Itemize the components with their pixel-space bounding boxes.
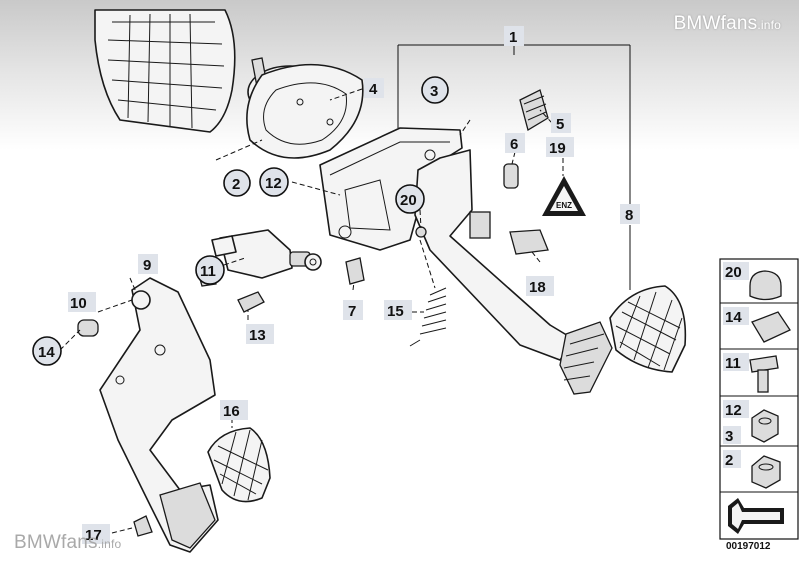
legend-label-12: 12 bbox=[725, 402, 742, 419]
callout-8: 8 bbox=[625, 207, 633, 224]
gasket-part-4 bbox=[246, 63, 364, 159]
legend-label-20: 20 bbox=[725, 264, 742, 281]
legend-label-3: 3 bbox=[725, 428, 733, 445]
watermark-bottom-suffix: .info bbox=[97, 537, 122, 551]
callout-labels: 1 2 3 4 5 6 7 8 9 10 11 12 13 14 15 16 1 bbox=[32, 26, 640, 544]
callout-12: 12 bbox=[265, 175, 282, 192]
legend-label-2: 2 bbox=[725, 452, 733, 469]
callout-17: 17 bbox=[85, 527, 102, 544]
callout-4: 4 bbox=[369, 81, 378, 98]
watermark-top: BMWfans.info bbox=[674, 13, 781, 35]
legend-label-14: 14 bbox=[725, 309, 742, 326]
watermark-top-brand: BMWfans bbox=[673, 13, 758, 34]
callout-16: 16 bbox=[223, 403, 240, 420]
brake-pedal-pad-part-8 bbox=[609, 285, 687, 373]
callout-19: 19 bbox=[549, 140, 566, 157]
callout-5: 5 bbox=[556, 116, 564, 133]
callout-20: 20 bbox=[400, 192, 417, 209]
watermark-bottom-brand: BMWfans bbox=[14, 532, 98, 553]
callout-9: 9 bbox=[143, 257, 151, 274]
callout-7: 7 bbox=[348, 303, 356, 320]
clutch-master-cylinder bbox=[211, 229, 322, 279]
legend-label-11: 11 bbox=[725, 355, 741, 372]
callout-6: 6 bbox=[510, 136, 518, 153]
diagram-number: 00197012 bbox=[726, 541, 771, 552]
svg-text:ENZ: ENZ bbox=[556, 201, 572, 210]
watermark-top-suffix: .info bbox=[757, 18, 781, 32]
watermark-bottom: BMWfans.info bbox=[14, 532, 121, 554]
callout-3: 3 bbox=[430, 83, 438, 100]
clutch-pedal-arm-part-9 bbox=[99, 277, 219, 553]
arrow-icon bbox=[728, 498, 784, 534]
fastener-legend: 20 14 11 12 3 2 bbox=[719, 258, 799, 540]
clutch-pedal-pad-part-16 bbox=[207, 427, 271, 503]
callout-13: 13 bbox=[249, 327, 266, 344]
callout-1: 1 bbox=[509, 29, 517, 46]
callout-14: 14 bbox=[38, 344, 55, 361]
hot-warning-triangle-icon: ENZ bbox=[542, 176, 586, 216]
callout-10: 10 bbox=[70, 295, 87, 312]
callout-11: 11 bbox=[200, 263, 216, 280]
callout-2: 2 bbox=[232, 176, 240, 193]
brake-pedal-arm bbox=[414, 149, 613, 395]
callout-18: 18 bbox=[529, 279, 546, 296]
callout-15: 15 bbox=[387, 303, 404, 320]
